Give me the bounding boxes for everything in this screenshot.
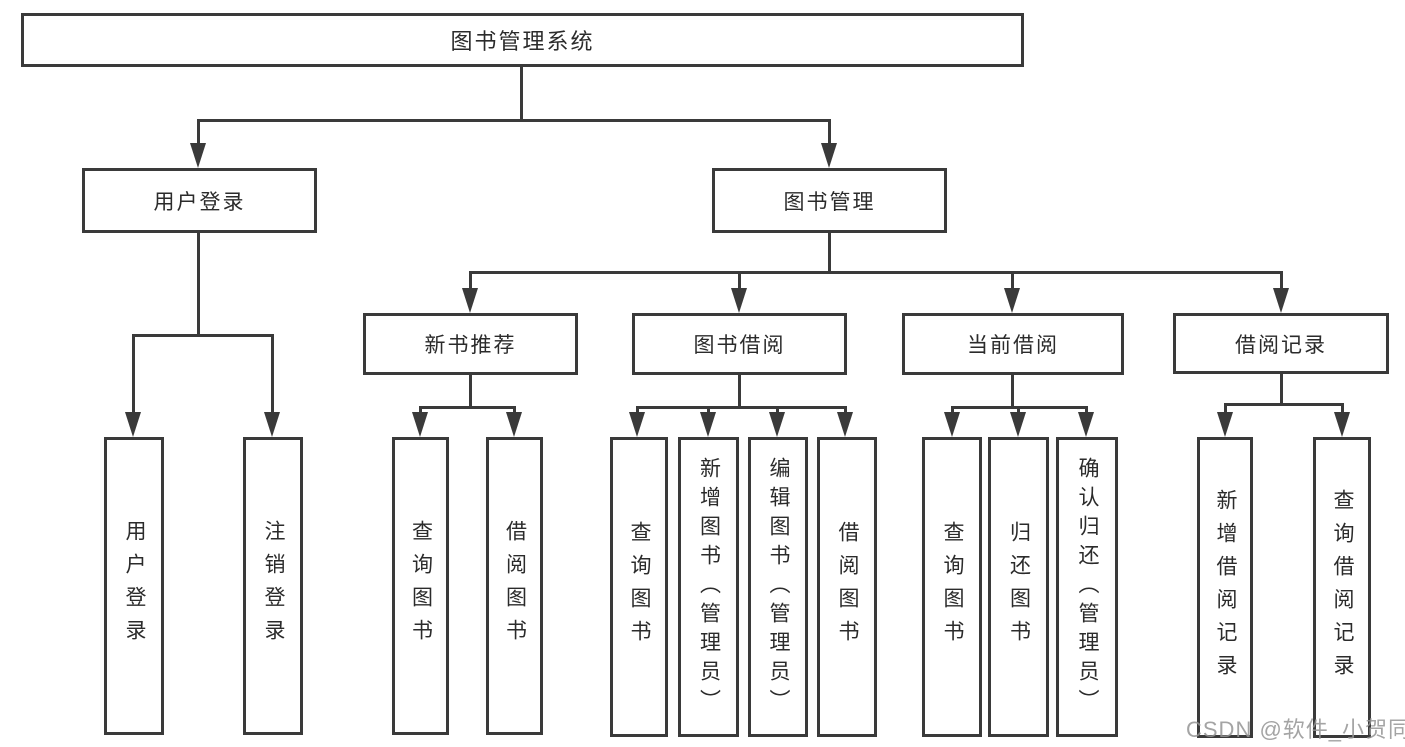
connector-line [520, 67, 523, 120]
connector-line [738, 271, 741, 289]
leaf-borrow-add-book-admin: 新增图书（管理员） [678, 437, 739, 737]
arrow-down-icon [1334, 412, 1350, 437]
leaf-borrow-edit-book-admin: 编辑图书（管理员） [748, 437, 808, 737]
arrow-down-icon [1217, 412, 1233, 437]
connector-line [271, 334, 274, 413]
connector-line [636, 406, 847, 409]
connector-line [1280, 374, 1283, 406]
leaf-recommend-query-books: 查询图书 [392, 437, 449, 735]
connector-line [513, 406, 516, 414]
connector-line [197, 233, 200, 336]
node-book-borrowing: 图书借阅 [632, 313, 847, 375]
connector-line [828, 233, 831, 273]
connector-line [1011, 375, 1014, 408]
connector-line [132, 334, 135, 413]
arrow-down-icon [731, 288, 747, 313]
arrow-down-icon [769, 412, 785, 437]
leaf-recommend-borrow-books: 借阅图书 [486, 437, 543, 735]
arrow-down-icon [190, 143, 206, 168]
connector-line [469, 271, 1283, 274]
arrow-down-icon [700, 412, 716, 437]
arrow-down-icon [1273, 288, 1289, 313]
leaf-current-return-books: 归还图书 [988, 437, 1049, 737]
node-current-borrowing: 当前借阅 [902, 313, 1124, 375]
arrow-down-icon [1010, 412, 1026, 437]
connector-line [197, 119, 200, 145]
leaf-logout: 注销登录 [243, 437, 303, 735]
leaf-current-query-books: 查询图书 [922, 437, 982, 737]
node-user-login: 用户登录 [82, 168, 317, 233]
arrow-down-icon [412, 412, 428, 437]
node-book-management: 图书管理 [712, 168, 947, 233]
connector-line [1017, 406, 1020, 414]
connector-line [636, 406, 639, 414]
csdn-watermark: CSDN @软件_小贺同学 [1186, 717, 1405, 742]
connector-line [828, 119, 831, 145]
leaf-user-login: 用户登录 [104, 437, 164, 735]
connector-line [419, 406, 422, 414]
arrow-down-icon [821, 143, 837, 168]
node-borrowing-records: 借阅记录 [1173, 313, 1389, 374]
connector-line [1224, 403, 1344, 406]
connector-line [738, 375, 741, 408]
connector-line [1224, 403, 1227, 414]
connector-line [707, 406, 710, 414]
connector-line [469, 375, 472, 408]
arrow-down-icon [837, 412, 853, 437]
leaf-borrow-borrow-books: 借阅图书 [817, 437, 877, 737]
leaf-records-add-record: 新增借阅记录 [1197, 437, 1253, 738]
connector-line [844, 406, 847, 414]
arrow-down-icon [629, 412, 645, 437]
arrow-down-icon [462, 288, 478, 313]
leaf-borrow-query-books: 查询图书 [610, 437, 668, 737]
connector-line [132, 334, 274, 337]
connector-line [469, 271, 472, 289]
connector-line [1341, 403, 1344, 414]
leaf-current-confirm-return-admin: 确认归还（管理员） [1056, 437, 1118, 737]
connector-line [1085, 406, 1088, 414]
arrow-down-icon [1078, 412, 1094, 437]
connector-line [1011, 271, 1014, 289]
arrow-down-icon [506, 412, 522, 437]
arrow-down-icon [264, 412, 280, 437]
connector-line [951, 406, 954, 414]
arrow-down-icon [944, 412, 960, 437]
node-new-book-recommendation: 新书推荐 [363, 313, 578, 375]
connector-line [776, 406, 779, 414]
connector-line [419, 406, 516, 409]
connector-line [1280, 271, 1283, 289]
arrow-down-icon [1004, 288, 1020, 313]
leaf-records-query-record: 查询借阅记录 [1313, 437, 1371, 738]
arrow-down-icon [125, 412, 141, 437]
node-root: 图书管理系统 [21, 13, 1024, 67]
connector-line [197, 119, 831, 122]
